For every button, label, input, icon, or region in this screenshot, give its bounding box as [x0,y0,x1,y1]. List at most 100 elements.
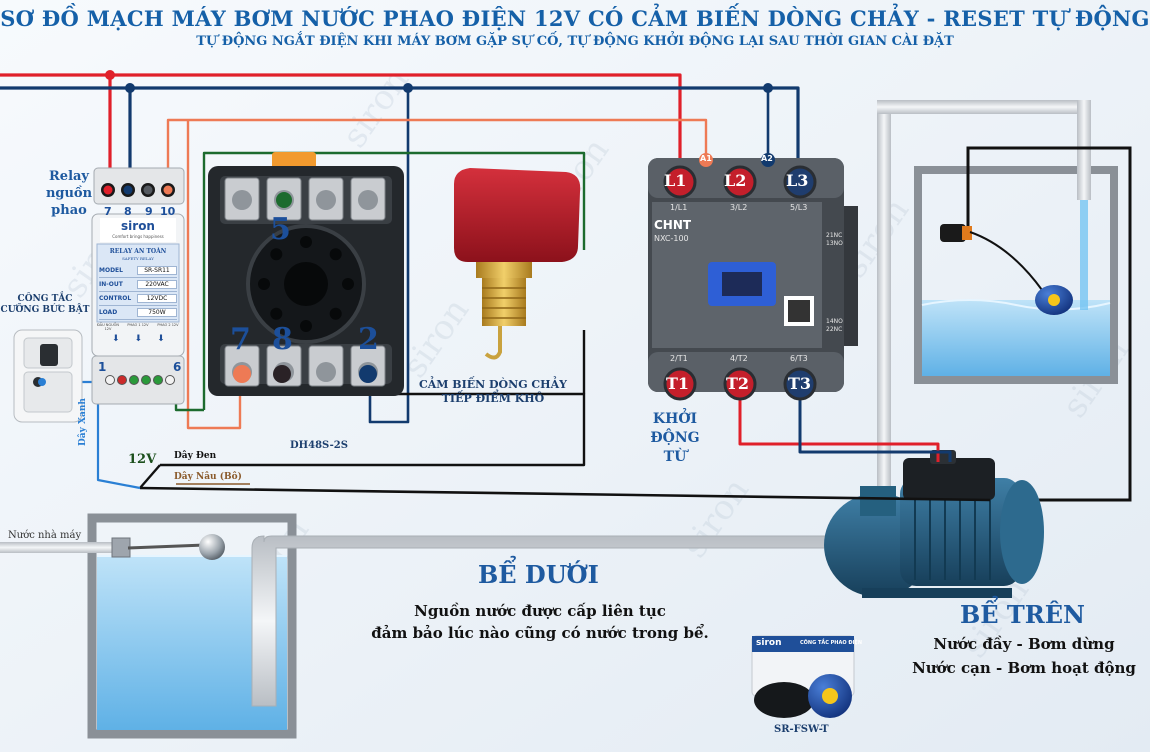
relay-bottom-terminal [165,375,175,385]
contactor-caption-line: ĐỘNG [650,430,700,446]
suction-pipe [251,535,841,707]
relay-panel-sub: SAFETY RELAY [122,256,154,261]
relay-terminal-7: 7 [104,205,112,218]
relay-spec-value: 12VDC [137,294,177,303]
contactor-side-label: 13NO [826,240,843,247]
contactor-side-label: 21NC [826,232,843,239]
wire-navy-t3 [798,392,952,462]
relay-terminal-cap [143,185,153,195]
upper-tank-desc-line: Nước cạn - Bơm hoạt động [912,659,1136,677]
relay-panel-title: RELAY AN TOÀN [109,248,167,255]
lower-tank-title: BỂ DƯỚI [478,560,599,589]
contactor-l1-label: L1 [664,171,687,190]
relay-caption: Relay nguồn phao [44,168,94,219]
contactor-top-small-3: 5/L3 [790,203,808,212]
contactor-caption-line: KHỞI [652,411,698,427]
flow-sensor-caption-line: CẢM BIẾN DÒNG CHẢY [419,378,567,391]
flow-sensor-caption: CẢM BIẾN DÒNG CHẢY TIẾP ĐIỂM KHÔ [418,378,568,406]
relay-terminal-8: 8 [124,205,132,218]
relay-spec-key: CONTROL [99,295,132,302]
relay-bottom-labels: ĐẦU NGUỒN 12V PHAO 1 12V PHAO 2 12V [94,323,182,331]
relay-label-power: ĐẦU NGUỒN 12V [96,323,120,331]
contactor-side-label: 22NC [826,326,843,333]
wire-red-l1 [0,73,682,180]
contactor-l3-label: L3 [786,171,809,190]
contactor-top-terminal [783,165,817,199]
switch-caption-line: CƯỠNG BỨC BẬT [0,305,90,315]
timer-pin-2-marker [359,365,377,383]
timer-socket-pin [329,248,342,261]
contactor-caption: KHỞI ĐỘNG TỪ [640,410,710,467]
relay-spec-row: IN-OUT 220VAC [99,278,177,292]
timer-pin-5-marker [276,192,292,208]
upper-float [940,224,1073,315]
relay-bottom-terminal [117,375,127,385]
forced-switch-device [13,329,83,423]
timer-screw-head [358,190,378,210]
product-model: SR-FSW-T [774,724,829,735]
timer-screw-head [316,362,336,382]
relay-spec-value: 750W [137,308,177,317]
contactor-top-terminal [723,165,757,199]
timer-terminal-5: 5 [270,212,291,247]
relay-bottom-terminal [153,375,163,385]
relay-spec-row: LOAD 750W [99,306,177,320]
relay-terminal-1: 1 [98,360,107,374]
timer-screw-head [232,190,252,210]
relay-terminal-9: 9 [145,205,153,218]
wire-label-black: Dây Đen [174,451,217,461]
contactor-top-small-2: 3/L2 [730,203,748,212]
flow-sensor-caption-line: TIẾP ĐIỂM KHÔ [441,392,545,405]
contactor-side-bottom: 14NO 22NC [826,318,843,334]
relay-spec-key: IN-OUT [99,281,123,288]
contactor-device [648,153,858,401]
relay-terminal-6: 6 [173,360,182,374]
flow-sensor-device [454,168,581,360]
relay-spec-key: LOAD [99,309,118,316]
contactor-model: NXC-100 [654,234,689,243]
relay-spec-value: SR-SR11 [137,266,177,275]
relay-caption-line: nguồn [45,186,93,201]
relay-caption-line: phao [51,203,87,218]
relay-arrows: ⬇⬇⬇ [112,334,180,344]
timer-terminal-2: 2 [358,322,379,357]
upper-tank-title: BỂ TRÊN [960,600,1085,629]
upper-tank-desc: Nước đầy - Bơm dừng Nước cạn - Bơm hoạt … [900,632,1148,680]
contactor-side-label: 14NO [826,318,843,325]
contactor-bottom-terminal [723,367,757,401]
contactor-a1-label: A1 [700,154,712,163]
page-title: SƠ ĐỒ MẠCH MÁY BƠM NƯỚC PHAO ĐIỆN 12V CÓ… [0,6,1150,31]
timer-socket-pin [342,278,354,290]
upper-tank [914,166,1118,384]
relay-spec-value: 220VAC [137,280,177,289]
relay-spec-key: MODEL [99,267,123,274]
switch-caption: CÔNG TẮC CƯỠNG BỨC BẬT [0,294,90,316]
switch-caption-line: CÔNG TẮC [17,294,73,304]
contactor-bottom-small-1: 2/T1 [670,354,688,363]
timer-terminal-8: 8 [272,322,293,357]
relay-bottom-terminal [129,375,139,385]
relay-spec-row: CONTROL 12VDC [99,292,177,306]
page-subtitle: TỰ ĐỘNG NGẮT ĐIỆN KHI MÁY BƠM GẶP SỰ CỐ,… [196,34,954,49]
wire-green [202,151,586,410]
product-box-title: CÔNG TẮC PHAO ĐIỆN [800,640,862,646]
timer-screw-head [316,190,336,210]
discharge-pipe [877,100,1091,520]
timer-socket-pin [300,320,312,332]
wire-navy-l3 [0,86,800,180]
timer-pin-8-marker [273,365,291,383]
relay-terminal-cap [103,185,113,195]
relay-bottom-terminal [141,375,151,385]
supply-label: Nước nhà máy [8,530,82,541]
contactor-side-top: 21NC 13NO [826,232,843,248]
relay-terminal-cap [163,185,173,195]
contactor-l2-label: L2 [724,171,747,190]
voltage-label: 12V [128,452,157,467]
relay-terminal-10: 10 [160,205,176,218]
lower-tank-desc-line: đảm bảo lúc nào cũng có nước trong bể. [371,624,709,642]
contactor-brand: CHNT [654,218,692,232]
contactor-top-terminal [663,165,697,199]
contactor-t1-label: T1 [666,374,690,393]
wire-label-blue: Dây Xanh [78,398,88,446]
wire-orange-a1 [166,118,708,186]
